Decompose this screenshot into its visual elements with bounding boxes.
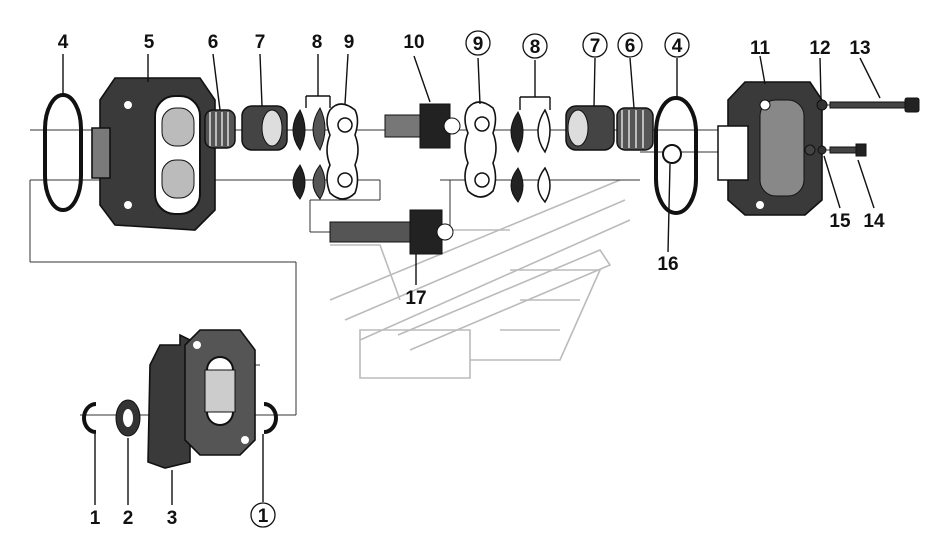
callout-1: 1 [90, 508, 101, 529]
callout-13: 13 [849, 38, 870, 59]
snap-ring-left [82, 402, 97, 434]
pump-body-housing [91, 77, 216, 231]
mounting-flange [147, 329, 256, 469]
wear-plate-right [464, 101, 497, 198]
callout-8-circle [522, 33, 548, 59]
drive-gear-short [384, 103, 461, 149]
seal-set-right [510, 96, 551, 204]
callout-6: 6 [208, 32, 219, 53]
callout-9-circle [465, 30, 491, 56]
callout-labels: 4 5 6 7 8 9 10 9 8 7 6 4 11 12 13 14 15 … [58, 30, 885, 529]
needle-bearing-right [616, 107, 654, 151]
callout-1-circle [250, 502, 276, 528]
port-seal-ring [662, 144, 682, 164]
callout-7-circle [582, 32, 608, 58]
needle-bearing-left [204, 109, 236, 149]
callout-8: 8 [312, 32, 323, 53]
snap-ring-right [263, 402, 278, 434]
leader-lines [62, 53, 881, 505]
callout-4-circled: 4 [672, 36, 683, 57]
callout-14: 14 [863, 211, 885, 232]
callout-4: 4 [58, 32, 69, 53]
bushing-right [565, 105, 615, 151]
callout-8-circled: 8 [530, 37, 541, 58]
callout-5: 5 [144, 32, 155, 53]
bushing-left [241, 105, 288, 151]
callout-7-circled: 7 [590, 36, 601, 57]
callout-11: 11 [750, 38, 771, 59]
wear-plate-left [326, 103, 359, 200]
o-ring-gasket-right [654, 96, 698, 215]
callout-12: 12 [809, 38, 830, 59]
washer-15 [817, 145, 827, 155]
washer-12 [816, 99, 828, 111]
callout-6-circled: 6 [625, 36, 636, 57]
callout-15: 15 [829, 211, 851, 232]
callout-6-circle [617, 32, 643, 58]
shaft-seal [115, 399, 141, 437]
drive-shaft-gear [329, 209, 454, 255]
callout-2: 2 [123, 508, 134, 529]
o-ring-gasket-left [43, 93, 83, 212]
seal-set-left [292, 95, 331, 200]
long-bolt-13 [829, 97, 920, 113]
callout-3: 3 [167, 508, 178, 529]
callout-4-circle [664, 32, 690, 58]
background-watermark [329, 179, 631, 379]
callout-17: 17 [405, 288, 426, 309]
callout-16: 16 [657, 254, 678, 275]
end-cover [717, 81, 823, 216]
screw-14 [829, 143, 867, 157]
callout-9: 9 [344, 32, 355, 53]
callout-1-circled: 1 [258, 506, 269, 527]
callout-10: 10 [403, 32, 424, 53]
callout-9-circled: 9 [473, 34, 484, 55]
callout-7: 7 [255, 32, 266, 53]
